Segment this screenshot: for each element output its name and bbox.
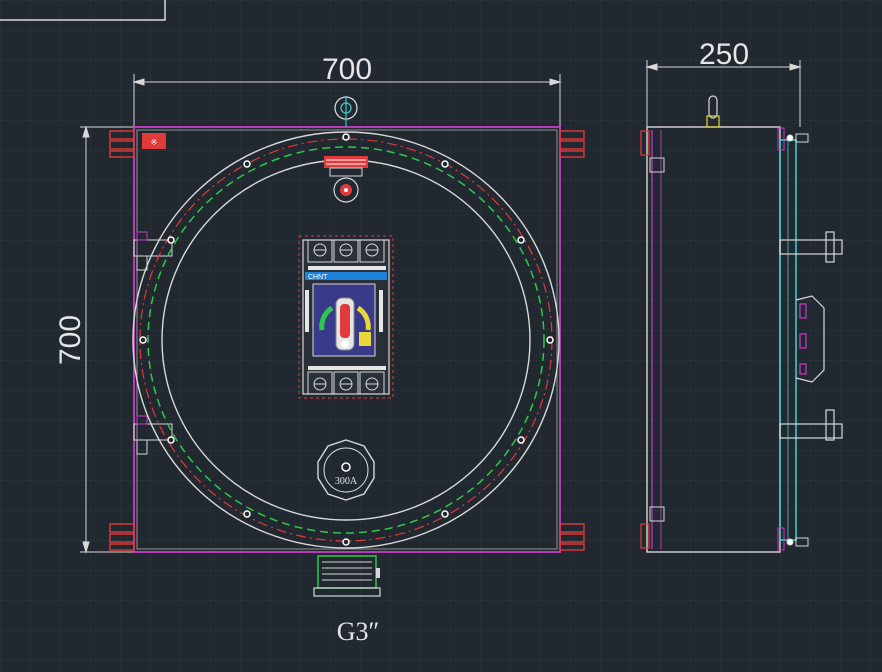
width-dimension [132,74,562,128]
side-view[interactable]: 250 [640,38,843,553]
depth-dimension-label: 250 [699,38,749,71]
handle-grip [340,304,350,338]
breather-valve [706,95,720,128]
height-dimension [80,125,134,554]
circuit-breaker[interactable]: CHNT [298,235,394,399]
door-latches [133,231,173,455]
rating-tag [359,332,371,346]
side-bars [305,290,383,332]
title-block-corner [0,0,166,21]
bottom-bar [308,366,386,370]
brand-strip [305,272,387,280]
ammeter-gauge [317,439,375,501]
height-dimension-label: 700 [54,315,87,365]
breaker-brand-label: CHNT [308,274,328,281]
off-arc [356,305,371,331]
enclosure-outline [133,126,561,553]
side-hinge-top [640,130,650,156]
side-bolts [786,133,809,547]
enclosure-inner-outline [136,129,558,550]
handle-pivot [341,340,349,348]
lifting-eye [334,96,358,127]
indicator-light [324,156,368,203]
side-handles [779,231,843,441]
on-arc [319,305,334,331]
side-latch-bottom [649,506,665,522]
side-hinge-bottom [640,523,650,549]
bottom-terminals [307,371,385,395]
cable-gland [313,555,381,597]
width-dimension-label: 700 [322,53,372,86]
bolt-holes [139,133,554,546]
front-view[interactable]: 700 700 [54,53,585,646]
depth-dimension [645,60,802,127]
top-terminals [307,239,385,263]
thread-size-label: G3″ [337,617,380,646]
hinge-brackets [109,130,585,551]
gauge-label: 300A [335,476,358,487]
warning-plate-mark: ※ [151,138,158,147]
side-latch-top [649,157,665,173]
warning-label-plate [142,133,166,149]
meter-housing [795,295,825,383]
top-bar [308,266,386,270]
